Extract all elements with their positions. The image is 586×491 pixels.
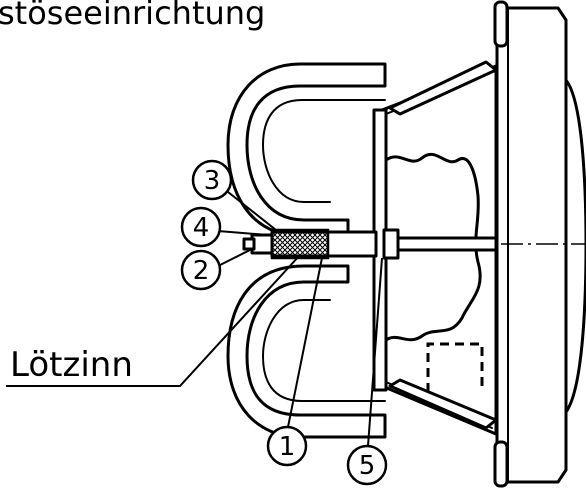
svg-text:5: 5	[359, 451, 376, 481]
svg-text:1: 1	[279, 432, 296, 462]
balloon-2: 2	[180, 249, 222, 291]
face-plate	[493, 0, 586, 488]
balloon-1: 1	[266, 425, 308, 467]
svg-text:2: 2	[193, 256, 210, 286]
solder-zone	[270, 228, 330, 260]
balloon-5: 5	[346, 444, 388, 486]
hidden-outline	[426, 342, 484, 392]
svg-text:4: 4	[193, 213, 210, 243]
nut	[382, 228, 400, 260]
svg-text:3: 3	[204, 166, 221, 196]
drawing-title: stöseeinrichtung	[0, 0, 265, 32]
solder-label: Lötzinn	[10, 345, 133, 385]
lower-flange	[388, 378, 498, 430]
lower-u-bracket	[226, 264, 387, 439]
sleeve-tip	[242, 237, 256, 251]
balloon-3: 3	[191, 159, 233, 201]
upper-flange	[388, 60, 498, 116]
threaded-rod	[396, 236, 498, 252]
balloon-4: 4	[180, 206, 222, 248]
leader-lines	[6, 191, 383, 447]
